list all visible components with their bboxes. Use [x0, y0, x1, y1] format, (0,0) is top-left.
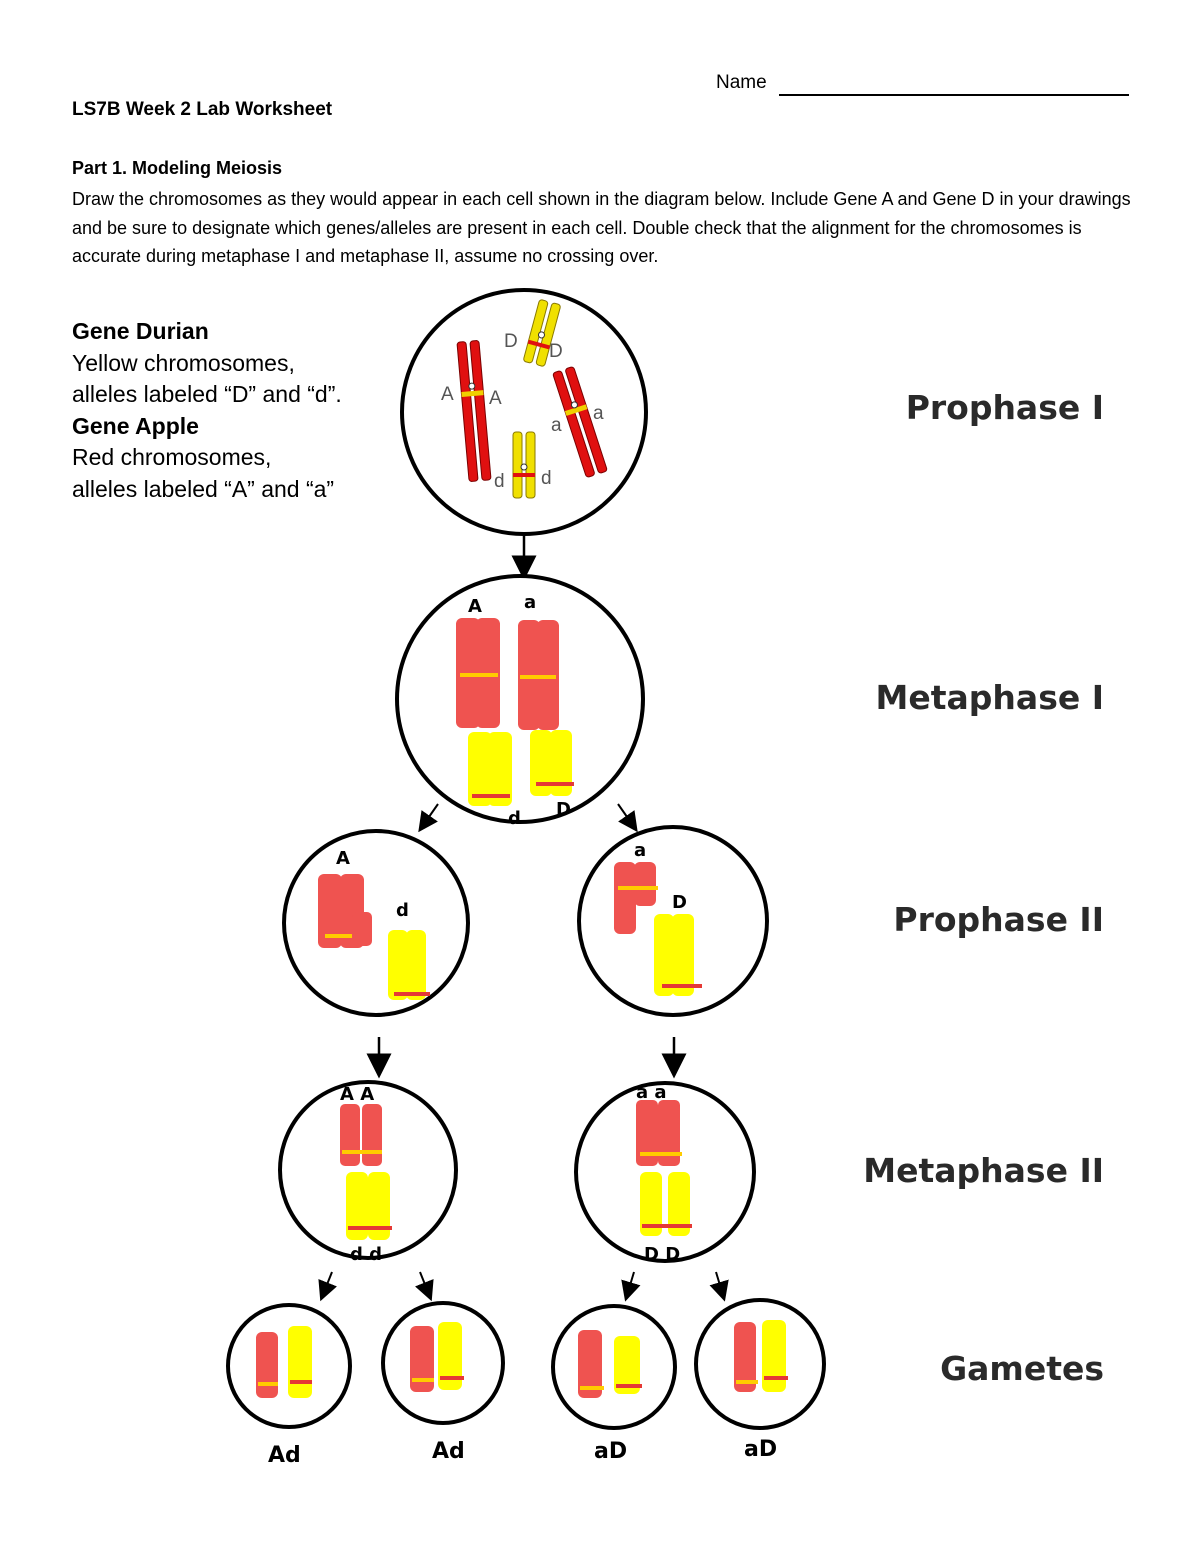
gamete-genotype: Ad	[268, 1443, 301, 1468]
arrow-down-left	[424, 804, 438, 824]
cell-prophase-2-left	[284, 831, 468, 1015]
allele-label: a	[551, 415, 562, 436]
allele-label: a	[593, 403, 604, 424]
handwritten-label: A	[336, 848, 350, 869]
handwritten-label: d	[396, 900, 409, 921]
arrow-down-left	[324, 1272, 332, 1292]
allele-label: D	[549, 341, 563, 362]
gamete-genotype: aD	[594, 1439, 627, 1464]
gamete-genotype: Ad	[432, 1439, 465, 1464]
handwritten-label: D	[672, 892, 687, 913]
handwritten-label: A	[468, 596, 482, 617]
gamete-genotype: aD	[744, 1437, 777, 1462]
arrow-down-left	[628, 1272, 634, 1292]
handwritten-label: D D	[644, 1244, 680, 1265]
allele-label: A	[489, 388, 502, 409]
cell-gamete-4	[696, 1300, 824, 1428]
handwritten-label: D	[556, 799, 571, 820]
arrow-down-right	[420, 1272, 428, 1292]
handwritten-label: A A	[340, 1084, 374, 1105]
handwritten-label: a	[634, 840, 646, 861]
handwritten-label: d d	[350, 1244, 382, 1265]
cell-prophase-1	[402, 290, 646, 534]
handwritten-label: a a	[636, 1082, 667, 1103]
handwritten-label: a	[524, 592, 536, 613]
arrow-down-right	[618, 804, 632, 824]
allele-label: A	[441, 384, 454, 405]
allele-label: d	[541, 468, 552, 489]
handwritten-label: d	[508, 808, 521, 829]
allele-label: d	[494, 471, 505, 492]
allele-label: D	[504, 331, 518, 352]
arrow-down-right	[716, 1272, 722, 1292]
